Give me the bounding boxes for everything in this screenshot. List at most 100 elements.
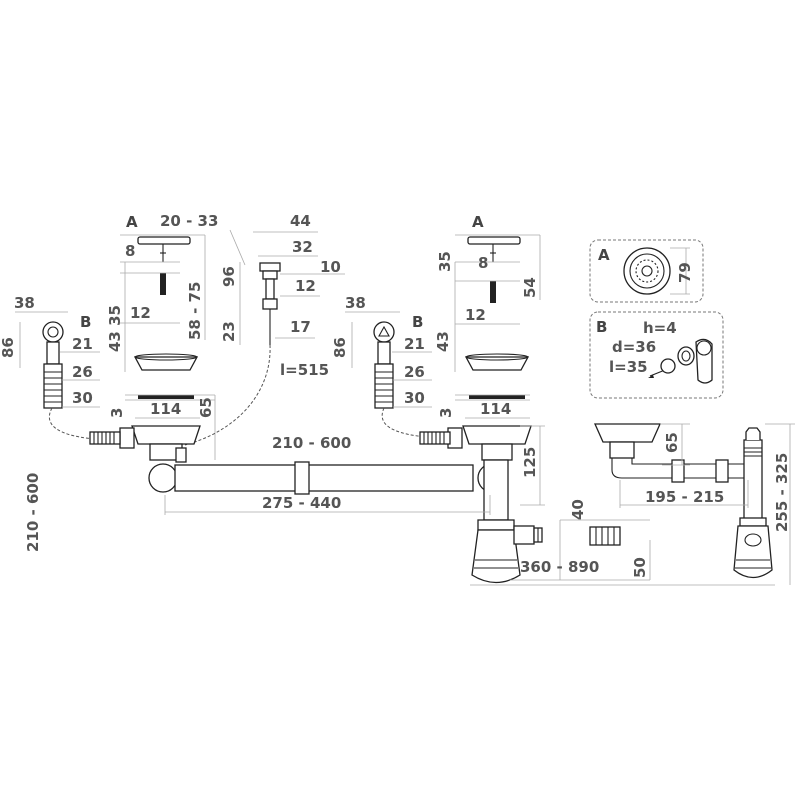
overflow-hose-left (48, 407, 121, 441)
overflow-cap (42, 321, 64, 343)
overflow-screw (648, 375, 654, 378)
dim-58-75: 58 - 75 (186, 282, 204, 340)
dim-40: 40 (569, 499, 587, 520)
dim-12-left: 12 (130, 304, 151, 322)
knob-top (259, 262, 281, 272)
dim-3-left: 3 (108, 408, 126, 418)
overflow-ring-gasket (677, 346, 695, 366)
dim-96: 96 (220, 266, 238, 287)
left-strainer-dims: A 8 12 58 - 75 43 35 (106, 213, 206, 372)
overflow-ring-small (660, 358, 676, 374)
connecting-pipe (174, 464, 474, 492)
pipe-coupling (294, 461, 310, 495)
dim-114-right: 114 (480, 400, 511, 418)
dim-210-600-left: 210 - 600 (24, 473, 42, 552)
detail-b-label: B (596, 318, 607, 336)
dim-3-right: 3 (437, 408, 455, 418)
dim-30-left: 30 (72, 389, 93, 407)
control-cable-dashed (184, 344, 271, 446)
label-a-right: A (472, 213, 484, 231)
right-strainer-plug (467, 236, 521, 303)
dim-54: 54 (521, 277, 539, 298)
dim-65-left: 65 (197, 397, 215, 418)
label-b-left: B (80, 313, 91, 331)
right-strainer-dims: A 8 35 54 12 43 (434, 213, 541, 372)
strainer-grid-top (623, 247, 671, 295)
side-pipe-coupling (671, 459, 685, 483)
dim-23: 23 (220, 321, 238, 342)
dim-275-440: 275 - 440 (262, 494, 341, 512)
left-strainer-plug (137, 236, 191, 295)
overflow-corrugated (43, 363, 63, 409)
strainer-plug-cap (137, 236, 191, 245)
detail-box-a: A 79 (589, 239, 704, 303)
dim-86-mid: 86 (331, 337, 349, 358)
dim-38-left: 38 (14, 294, 35, 312)
dim-44: 44 (290, 212, 311, 230)
right-basket: 3 114 (437, 353, 530, 419)
dim-20-33: 20 - 33 (160, 212, 218, 230)
dim-17: 17 (290, 318, 311, 336)
dim-h-4: h=4 (643, 319, 677, 337)
left-elbow (148, 463, 178, 493)
dim-50: 50 (631, 557, 649, 578)
left-basket: 3 114 65 (108, 353, 216, 460)
dim-35-right: 35 (436, 251, 454, 272)
dim-195-215: 195 - 215 (645, 488, 724, 506)
side-view-assembly (593, 423, 773, 579)
dim-360-890: 360 - 890 (520, 558, 599, 576)
dim-10: 10 (320, 258, 341, 276)
detail-a-frame (589, 239, 704, 303)
dim-114-left: 114 (150, 400, 181, 418)
strainer-screw (160, 273, 166, 295)
label-b-mid: B (412, 313, 423, 331)
middle-overflow-dims: 38 B 86 21 26 30 210 - 600 (272, 294, 432, 452)
dim-86-left: 86 (0, 337, 17, 358)
dim-d-36: d=36 (612, 338, 656, 356)
remote-control-dims: 20 - 33 44 32 10 12 96 23 17 l=515 (160, 212, 345, 379)
vertical-drain-pipe (483, 459, 509, 521)
dim-43-35: 43 35 (106, 305, 124, 352)
dim-l-35: l=35 (609, 358, 648, 376)
dim-12-top: 12 (295, 277, 316, 295)
remote-control-knob (184, 262, 281, 446)
dim-43-right: 43 (434, 331, 452, 352)
main-pipework (89, 425, 621, 584)
dim-12-right: 12 (465, 306, 486, 324)
bottle-trap (471, 529, 521, 584)
left-overflow-assembly (42, 321, 121, 441)
dim-l-515: l=515 (280, 361, 329, 379)
dim-8-left: 8 (125, 242, 135, 260)
side-view-dims: 65 195 - 215 255 - 325 (619, 423, 795, 585)
dim-255-325: 255 - 325 (773, 453, 791, 532)
overflow-tube (46, 341, 60, 365)
dim-125: 125 (521, 447, 539, 478)
dim-32: 32 (292, 238, 313, 256)
middle-overflow-assembly (373, 321, 441, 439)
trap-side-outlet (513, 525, 535, 545)
right-outlet-bowl (462, 425, 532, 445)
side-view-basket (593, 423, 662, 443)
left-sink-gasket (138, 395, 194, 399)
overflow-body (695, 338, 713, 384)
detail-box-b: B h=4 d=36 l=35 (589, 311, 724, 399)
dim-65-right: 65 (663, 432, 681, 453)
dim-26-left: 26 (72, 363, 93, 381)
detail-b-frame (589, 311, 724, 399)
dim-210-600-mid: 210 - 600 (272, 434, 351, 452)
dim-38-mid: 38 (345, 294, 366, 312)
side-bottle-trap (733, 525, 773, 579)
waste-connector (589, 526, 621, 546)
detail-a-label: A (598, 246, 610, 264)
dim-26-mid: 26 (404, 363, 425, 381)
main-dims: 275 - 440 125 40 360 - 890 50 (164, 425, 775, 586)
dim-30-mid: 30 (404, 389, 425, 407)
dim-21-mid: 21 (404, 335, 425, 353)
dim-8-right: 8 (478, 254, 488, 272)
dim-79: 79 (676, 262, 694, 283)
left-outlet-bowl (131, 425, 201, 445)
left-overflow-dims: 38 B 86 21 26 30 210 - 600 (0, 294, 100, 552)
label-a-left: A (126, 213, 138, 231)
